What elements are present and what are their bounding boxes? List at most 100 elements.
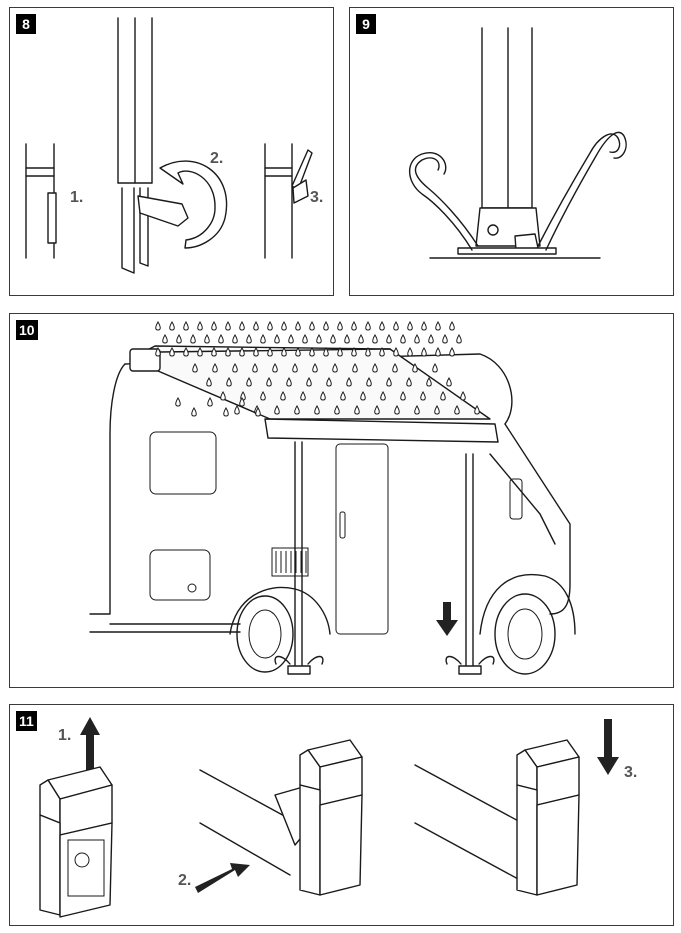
raindrop-icon	[314, 405, 320, 415]
raindrop-icon	[223, 407, 229, 417]
raindrop-icon	[400, 334, 406, 344]
raindrop-icon	[281, 321, 287, 331]
raindrop-icon	[352, 363, 358, 373]
raindrop-icon	[386, 377, 392, 387]
step-1-label: 1.	[70, 189, 83, 206]
raindrop-icon	[183, 321, 189, 331]
raindrop-icon	[155, 321, 161, 331]
raindrop-icon	[407, 321, 413, 331]
raindrop-icon	[358, 334, 364, 344]
raindrop-icon	[420, 391, 426, 401]
pole-step-3	[264, 143, 313, 259]
raindrop-icon	[300, 391, 306, 401]
raindrop-icon	[374, 405, 380, 415]
raindrop-icon	[192, 363, 198, 373]
raindrop-icon	[435, 321, 441, 331]
end-cap-3	[516, 739, 580, 896]
raindrop-icon	[212, 363, 218, 373]
raindrop-icon	[206, 377, 212, 387]
raindrop-icon	[309, 321, 315, 331]
raindrop-icon	[446, 377, 452, 387]
raindrop-icon	[252, 363, 258, 373]
raindrop-icon	[175, 397, 181, 407]
raindrop-icon	[380, 391, 386, 401]
raindrop-icon	[239, 347, 245, 357]
leg-foot-illustration	[408, 27, 627, 259]
raindrop-icon	[204, 334, 210, 344]
raindrop-icon	[274, 405, 280, 415]
raindrop-icon	[351, 321, 357, 331]
panel-number: 10	[16, 320, 38, 340]
raindrop-icon	[346, 377, 352, 387]
step-3-label: 3.	[310, 189, 323, 206]
raindrop-icon	[190, 334, 196, 344]
raindrop-icon	[309, 347, 315, 357]
raindrop-icon	[337, 321, 343, 331]
raindrop-icon	[449, 321, 455, 331]
front-wheel	[479, 574, 576, 675]
raindrop-icon	[220, 391, 226, 401]
raindrop-icon	[191, 407, 197, 417]
raindrop-icon	[394, 405, 400, 415]
raindrop-icon	[286, 377, 292, 387]
raindrop-icon	[379, 347, 385, 357]
panel-9: 9	[349, 7, 674, 296]
raindrop-icon	[246, 334, 252, 344]
raindrop-icon	[474, 405, 480, 415]
raindrop-icon	[280, 391, 286, 401]
awning-leg-right	[445, 453, 495, 675]
raindrop-icon	[295, 347, 301, 357]
raindrop-icon	[232, 334, 238, 344]
arrow-up-icon	[80, 717, 100, 773]
raindrop-icon	[225, 321, 231, 331]
raindrop-icon	[340, 391, 346, 401]
raindrop-icon	[323, 321, 329, 331]
raindrop-icon	[334, 405, 340, 415]
raindrop-icon	[412, 363, 418, 373]
leg-release-illustration: 2. 1. 3.	[25, 17, 323, 274]
raindrop-icon	[155, 347, 161, 357]
raindrop-icon	[434, 405, 440, 415]
raindrop-icon	[449, 347, 455, 357]
panel-11: 11 1. 2.	[9, 704, 674, 926]
raindrop-icon	[454, 405, 460, 415]
raindrop-icon	[414, 405, 420, 415]
raindrop-icon	[239, 397, 245, 407]
raindrop-icon	[426, 377, 432, 387]
raindrop-icon	[320, 391, 326, 401]
arrow-down-icon	[436, 602, 458, 636]
raindrop-icon	[316, 334, 322, 344]
vent-grille	[275, 551, 307, 573]
raindrop-icon	[460, 391, 466, 401]
raindrop-icon	[197, 347, 203, 357]
caravan-awning-rain-illustration	[89, 321, 576, 675]
raindrop-icon	[421, 321, 427, 331]
raindrop-icon	[294, 405, 300, 415]
raindrop-icon	[442, 334, 448, 344]
raindrop-icon	[372, 363, 378, 373]
raindrop-icon	[393, 347, 399, 357]
raindrop-icon	[351, 347, 357, 357]
raindrop-icon	[253, 347, 259, 357]
end-cap-2	[299, 739, 363, 896]
step-1-label: 1.	[58, 727, 71, 744]
panel-number: 9	[356, 14, 376, 34]
raindrop-icon	[274, 334, 280, 344]
raindrop-icon	[414, 334, 420, 344]
raindrop-icon	[332, 363, 338, 373]
raindrop-icon	[386, 334, 392, 344]
raindrop-icon	[456, 334, 462, 344]
raindrop-icon	[407, 347, 413, 357]
raindrop-icon	[428, 334, 434, 344]
raindrop-icon	[302, 334, 308, 344]
panel-number: 8	[16, 14, 36, 34]
step-3-label: 3.	[624, 764, 637, 781]
awning-leg-left	[274, 441, 324, 675]
raindrop-icon	[197, 321, 203, 331]
raindrop-icon	[392, 363, 398, 373]
raindrop-icon	[393, 321, 399, 331]
raindrop-icon	[400, 391, 406, 401]
raindrop-icon	[406, 377, 412, 387]
pole-step-2	[117, 17, 189, 274]
raindrop-icon	[330, 334, 336, 344]
